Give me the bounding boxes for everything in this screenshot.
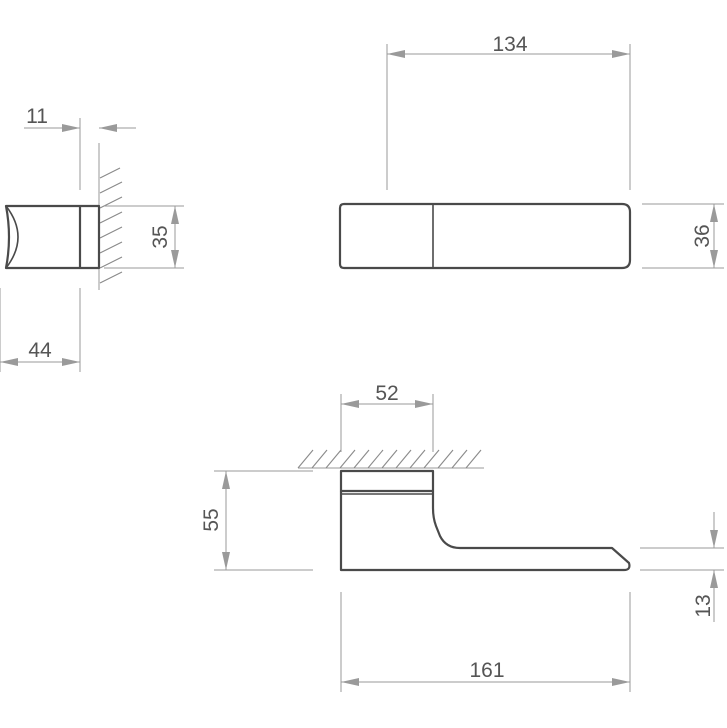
dim-rose-thickness: 11 xyxy=(26,105,48,128)
dim-lever-length: 134 xyxy=(492,33,527,56)
dim-projection-depth: 44 xyxy=(28,339,52,362)
front-view: 52 55 13 161 xyxy=(200,382,724,692)
dim-rose-width: 52 xyxy=(375,382,398,405)
lever-top-outline xyxy=(338,202,632,270)
dim-total-height: 55 xyxy=(200,508,223,531)
side-view: 11 35 44 xyxy=(0,105,184,372)
dim-lever-width: 36 xyxy=(691,224,714,247)
rose-block xyxy=(339,469,435,493)
dim-rose-height: 35 xyxy=(149,225,172,248)
door-hatch-front xyxy=(297,449,484,469)
grip-end-curve xyxy=(5,205,19,269)
dim-total-length: 161 xyxy=(469,659,504,682)
lever-front-profile xyxy=(339,491,631,572)
top-view: 134 36 xyxy=(338,33,724,270)
lever-side-profile xyxy=(4,204,101,270)
dim-grip-thickness: 13 xyxy=(692,594,715,617)
